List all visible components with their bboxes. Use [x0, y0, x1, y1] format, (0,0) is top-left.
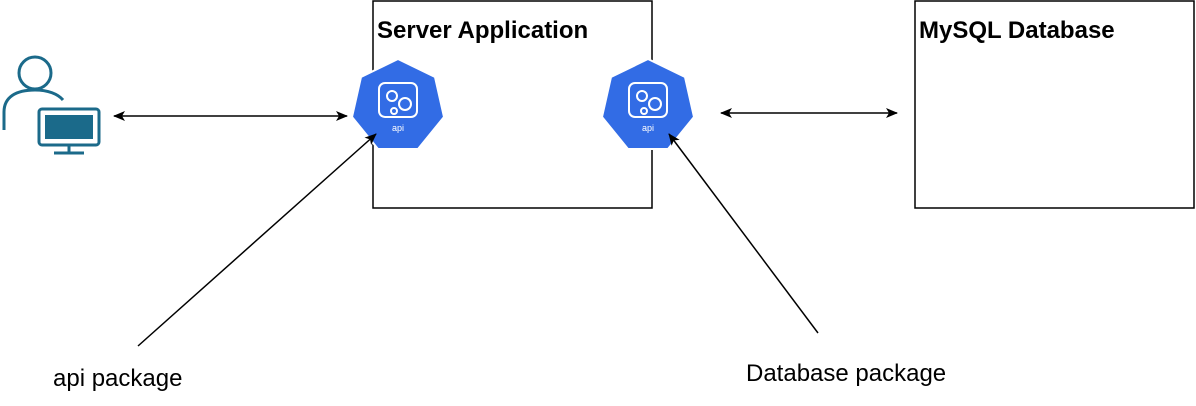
api-right-icon[interactable]: api: [600, 57, 696, 150]
api-package-label: api package: [53, 365, 182, 392]
database-package-label: Database package: [746, 360, 946, 387]
api-package-pointer-arrow[interactable]: [137, 133, 377, 347]
api-right-badge: api: [642, 123, 654, 133]
mysql-database-title: MySQL Database: [919, 17, 1115, 44]
mysql-database-box[interactable]: MySQL Database: [914, 0, 1195, 209]
api-left-icon[interactable]: api: [350, 57, 446, 150]
user-computer-icon[interactable]: [2, 55, 101, 155]
database-package-pointer-arrow[interactable]: [668, 133, 819, 334]
server-application-title: Server Application: [377, 17, 588, 44]
api-left-badge: api: [392, 123, 404, 133]
